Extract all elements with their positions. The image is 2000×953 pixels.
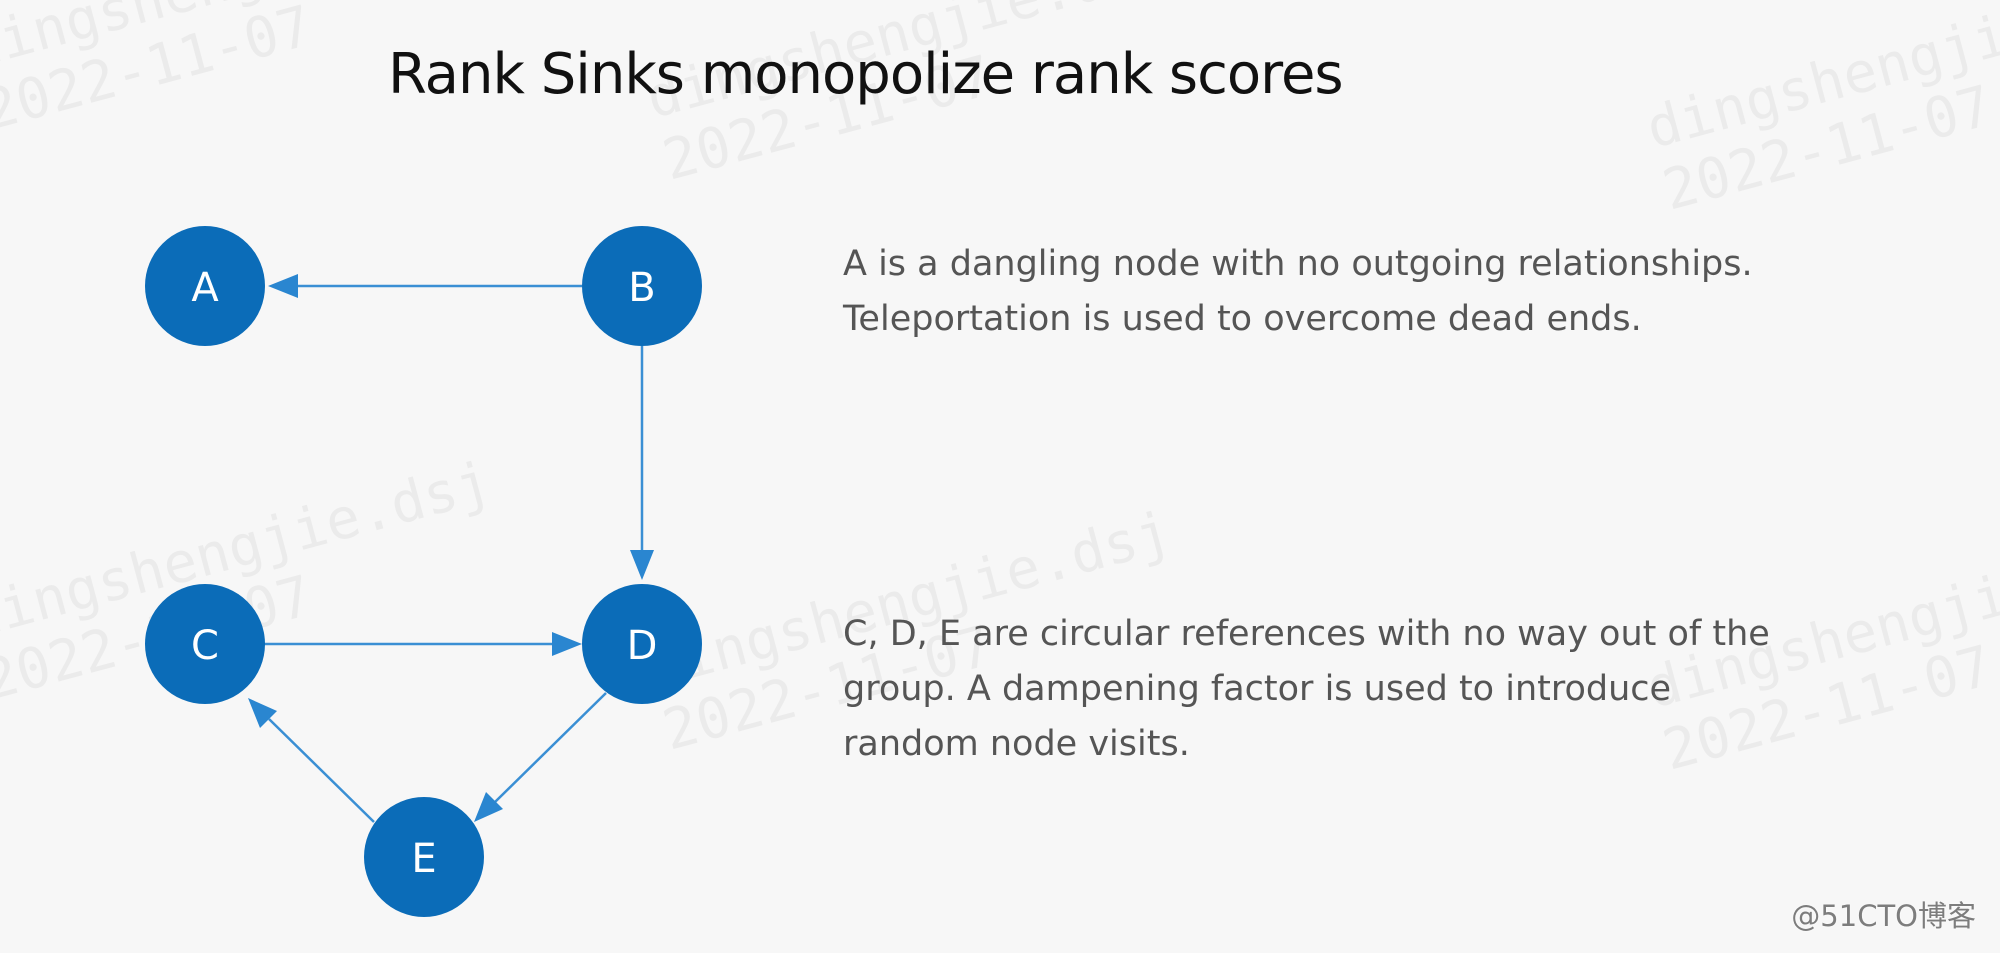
- note-line: A is a dangling node with no outgoing re…: [843, 244, 1753, 284]
- node-label: C: [191, 623, 219, 669]
- edge-d-to-e: [474, 692, 607, 822]
- circular-reference-note: C, D, E are circular references with no …: [843, 607, 1770, 772]
- edge-b-to-d: [630, 346, 654, 580]
- edge-c-to-d: [264, 632, 582, 656]
- edge-e-to-c: [248, 698, 375, 823]
- edge-b-to-a: [268, 274, 582, 298]
- diagram-title: Rank Sinks monopolize rank scores: [388, 42, 1344, 107]
- node-label: A: [191, 265, 219, 311]
- source-badge: @51CTO博客: [1791, 899, 1976, 933]
- node-a: A: [145, 226, 265, 346]
- dangling-node-note: A is a dangling node with no outgoing re…: [843, 237, 1753, 347]
- node-b: B: [582, 226, 702, 346]
- node-c: C: [145, 584, 265, 704]
- node-e: E: [364, 797, 484, 917]
- note-line: Teleportation is used to overcome dead e…: [843, 299, 1642, 339]
- node-label: B: [628, 265, 655, 311]
- node-label: D: [627, 623, 658, 669]
- note-line: C, D, E are circular references with no …: [843, 614, 1770, 654]
- node-d: D: [582, 584, 702, 704]
- note-line: group. A dampening factor is used to int…: [843, 669, 1672, 709]
- note-line: random node visits.: [843, 724, 1190, 764]
- node-label: E: [411, 836, 436, 882]
